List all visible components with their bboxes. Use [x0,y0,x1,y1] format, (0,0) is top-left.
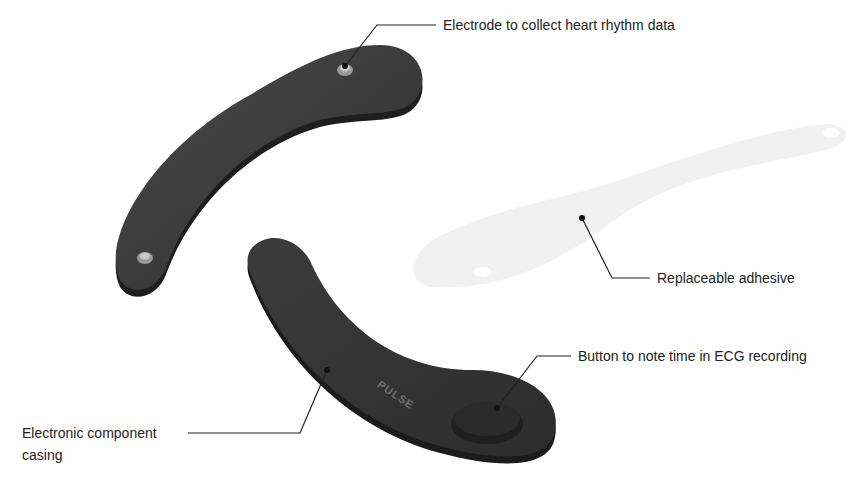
callout-label: Button to note time in ECG recording [578,345,860,367]
callout-label: Replaceable adhesive [657,267,857,289]
leader-lines [188,25,650,433]
callout-label: Electrode to collect heart rhythm data [443,14,843,36]
leader-dots [324,63,585,411]
component-casing [248,238,556,464]
adhesive-sheet [413,124,845,288]
callout-label: Electronic component casing [22,422,182,466]
